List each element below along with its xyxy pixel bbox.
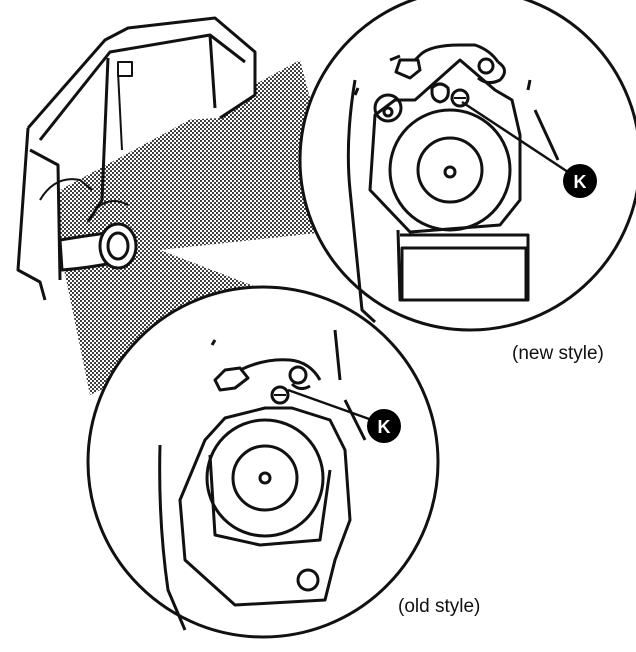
- old-style-caption: (old style): [398, 596, 481, 617]
- printer-housing: [16, 16, 257, 301]
- new-style-callout: K: [563, 164, 597, 198]
- new-style-callout-label: K: [574, 172, 587, 192]
- new-style-view: K: [298, 0, 636, 332]
- old-style-view: K: [86, 285, 440, 639]
- old-style-callout: K: [367, 409, 401, 443]
- new-style-caption: (new style): [512, 343, 604, 364]
- old-style-callout-label: K: [378, 417, 391, 437]
